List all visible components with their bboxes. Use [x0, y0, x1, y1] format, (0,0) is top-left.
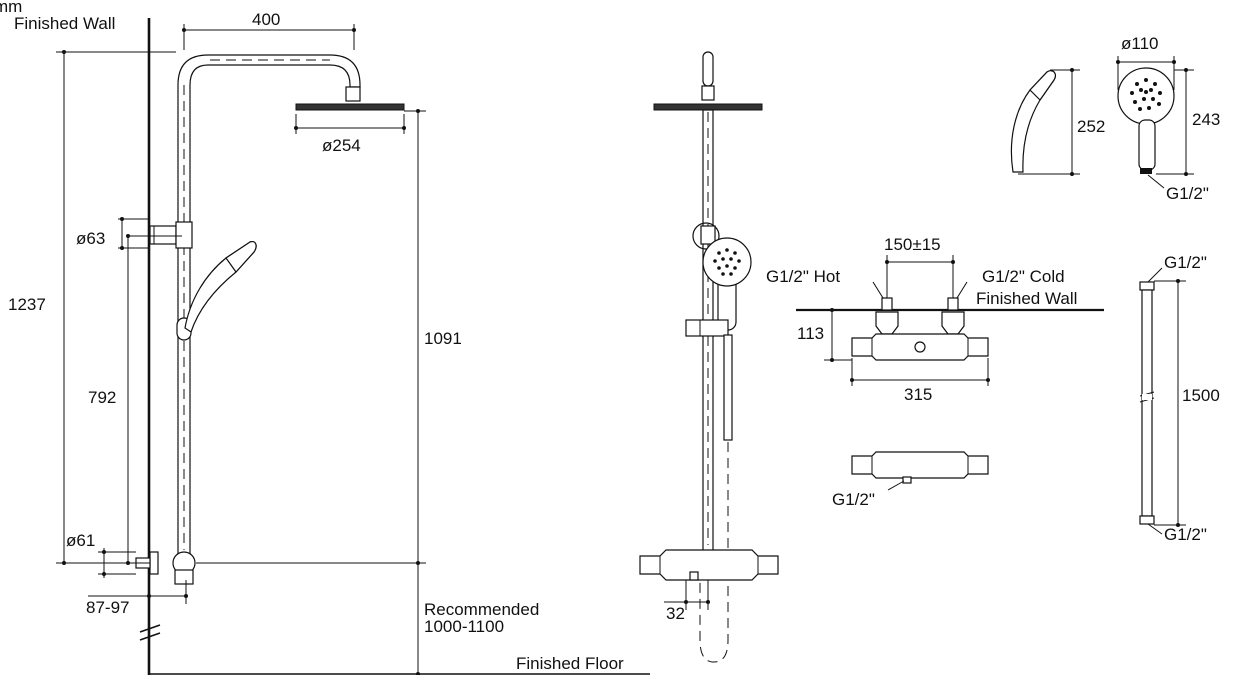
rain-shower-head	[295, 103, 405, 111]
mixer-valve-front	[639, 549, 779, 581]
dim-hand-length: 252	[1077, 117, 1105, 136]
hand-shower-handle	[1138, 119, 1156, 171]
valve-indicator	[914, 341, 926, 353]
recommended-range: 1000-1100	[424, 617, 504, 636]
dim-wall-offset: 87-97	[86, 598, 129, 617]
dim-arm-reach: 400	[252, 10, 280, 29]
dim-hose-length: 1500	[1182, 386, 1220, 405]
valve-outlet-label: G1/2"	[832, 490, 875, 509]
rain-shower-head-front	[653, 103, 763, 111]
cold-inlet-label: G1/2" Cold	[982, 267, 1065, 286]
hand-shower-detail: 252 ø110 243 G1/2"	[1010, 34, 1220, 203]
side-elevation: mm Finished Wall Finished Floor	[0, 0, 650, 675]
hose-top-label: G1/2"	[1164, 253, 1207, 272]
unit-label: mm	[0, 0, 22, 16]
dim-bracket-diameter: ø63	[76, 229, 105, 248]
valve-detail: Finished Wall 150±15 G1/2" Hot G1/2" Col…	[766, 235, 1104, 509]
dim-valve-width: 315	[904, 385, 932, 404]
hand-shower-holder-front	[685, 319, 729, 337]
finished-floor-label: Finished Floor	[516, 654, 624, 673]
dim-hand-head-diameter: ø110	[1121, 34, 1159, 53]
valve-finished-wall-label: Finished Wall	[976, 289, 1077, 308]
bracket-front	[692, 222, 720, 250]
front-elevation: 32	[639, 51, 779, 663]
dim-head-diameter: ø254	[322, 136, 361, 155]
recommended-label: Recommended	[424, 600, 539, 619]
slide-rail	[1141, 289, 1153, 517]
finished-wall-label: Finished Wall	[14, 14, 115, 33]
hose-loop	[699, 442, 729, 663]
dim-bracket-spacing: 792	[88, 388, 116, 407]
dim-valve-diameter: ø61	[66, 531, 95, 550]
hand-shower-head-front	[702, 237, 752, 287]
dim-outlet-offset: 32	[666, 604, 685, 623]
dim-inlet-spacing: 150±15	[884, 235, 941, 254]
dim-hand-height: 243	[1192, 110, 1220, 129]
dim-valve-depth: 113	[797, 324, 824, 343]
slide-rail-detail: 1500 G1/2" G1/2"	[1139, 253, 1220, 544]
dim-head-height: 1091	[424, 329, 462, 348]
hand-shower-connection-label: G1/2"	[1166, 184, 1209, 203]
riser-pipe	[177, 54, 361, 559]
hose-bottom-label: G1/2"	[1164, 525, 1207, 544]
shower-head-neck	[345, 86, 361, 102]
hand-shower-face	[1117, 67, 1175, 125]
hot-inlet-label: G1/2" Hot	[766, 267, 840, 286]
lower-wall-flange	[149, 551, 159, 575]
dim-total-height: 1237	[8, 295, 46, 314]
